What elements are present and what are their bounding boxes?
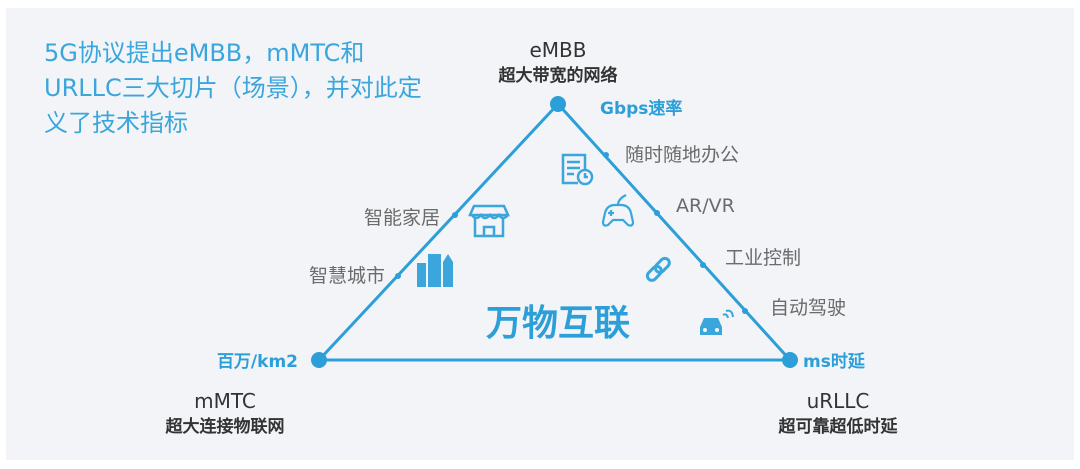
vertex-mmtc-dot <box>311 352 327 368</box>
city-buildings-icon <box>417 254 453 287</box>
document-clock-icon <box>561 153 594 186</box>
embb-metric: Gbps速率 <box>600 98 682 119</box>
edge-dot <box>700 262 706 268</box>
right-item-autodrive: 自动驾驶 <box>770 297 846 319</box>
urllc-metric: ms时延 <box>803 351 866 372</box>
edge-dot <box>452 212 458 218</box>
intro-text: 5G协议提出eMBB，mMTC和URLLC三大切片（场景），并对此定义了技术指标 <box>44 39 422 137</box>
mmtc-metric: 百万/km2 <box>217 352 298 372</box>
store-icon <box>468 204 510 238</box>
vertex-embb-dot <box>550 96 566 112</box>
connected-car-icon <box>700 309 734 335</box>
vertex-urllc-dot <box>782 352 798 368</box>
edge-dot <box>742 308 748 314</box>
right-item-office: 随时随地办公 <box>625 144 739 166</box>
mmtc-desc: 超大连接物联网 <box>166 416 285 437</box>
edge-dot <box>654 210 660 216</box>
edge-dot <box>603 152 609 158</box>
link-icon <box>645 256 671 282</box>
mmtc-name: mMTC <box>194 389 256 413</box>
right-item-industrial: 工业控制 <box>725 247 801 269</box>
urllc-desc: 超可靠超低时延 <box>779 416 899 437</box>
left-item-smart-home: 智能家居 <box>364 207 440 229</box>
embb-name: eMBB <box>529 38 586 62</box>
embb-desc: 超大带宽的网络 <box>499 65 618 86</box>
left-item-smart-city: 智慧城市 <box>309 265 385 287</box>
center-label: 万物互联 <box>486 303 630 344</box>
gamepad-icon <box>601 194 635 227</box>
diagram-panel <box>6 8 1074 460</box>
urllc-name: uRLLC <box>807 389 870 413</box>
edge-dot <box>395 273 401 279</box>
right-item-arvr: AR/VR <box>676 195 735 217</box>
triangle-outline <box>315 101 794 362</box>
